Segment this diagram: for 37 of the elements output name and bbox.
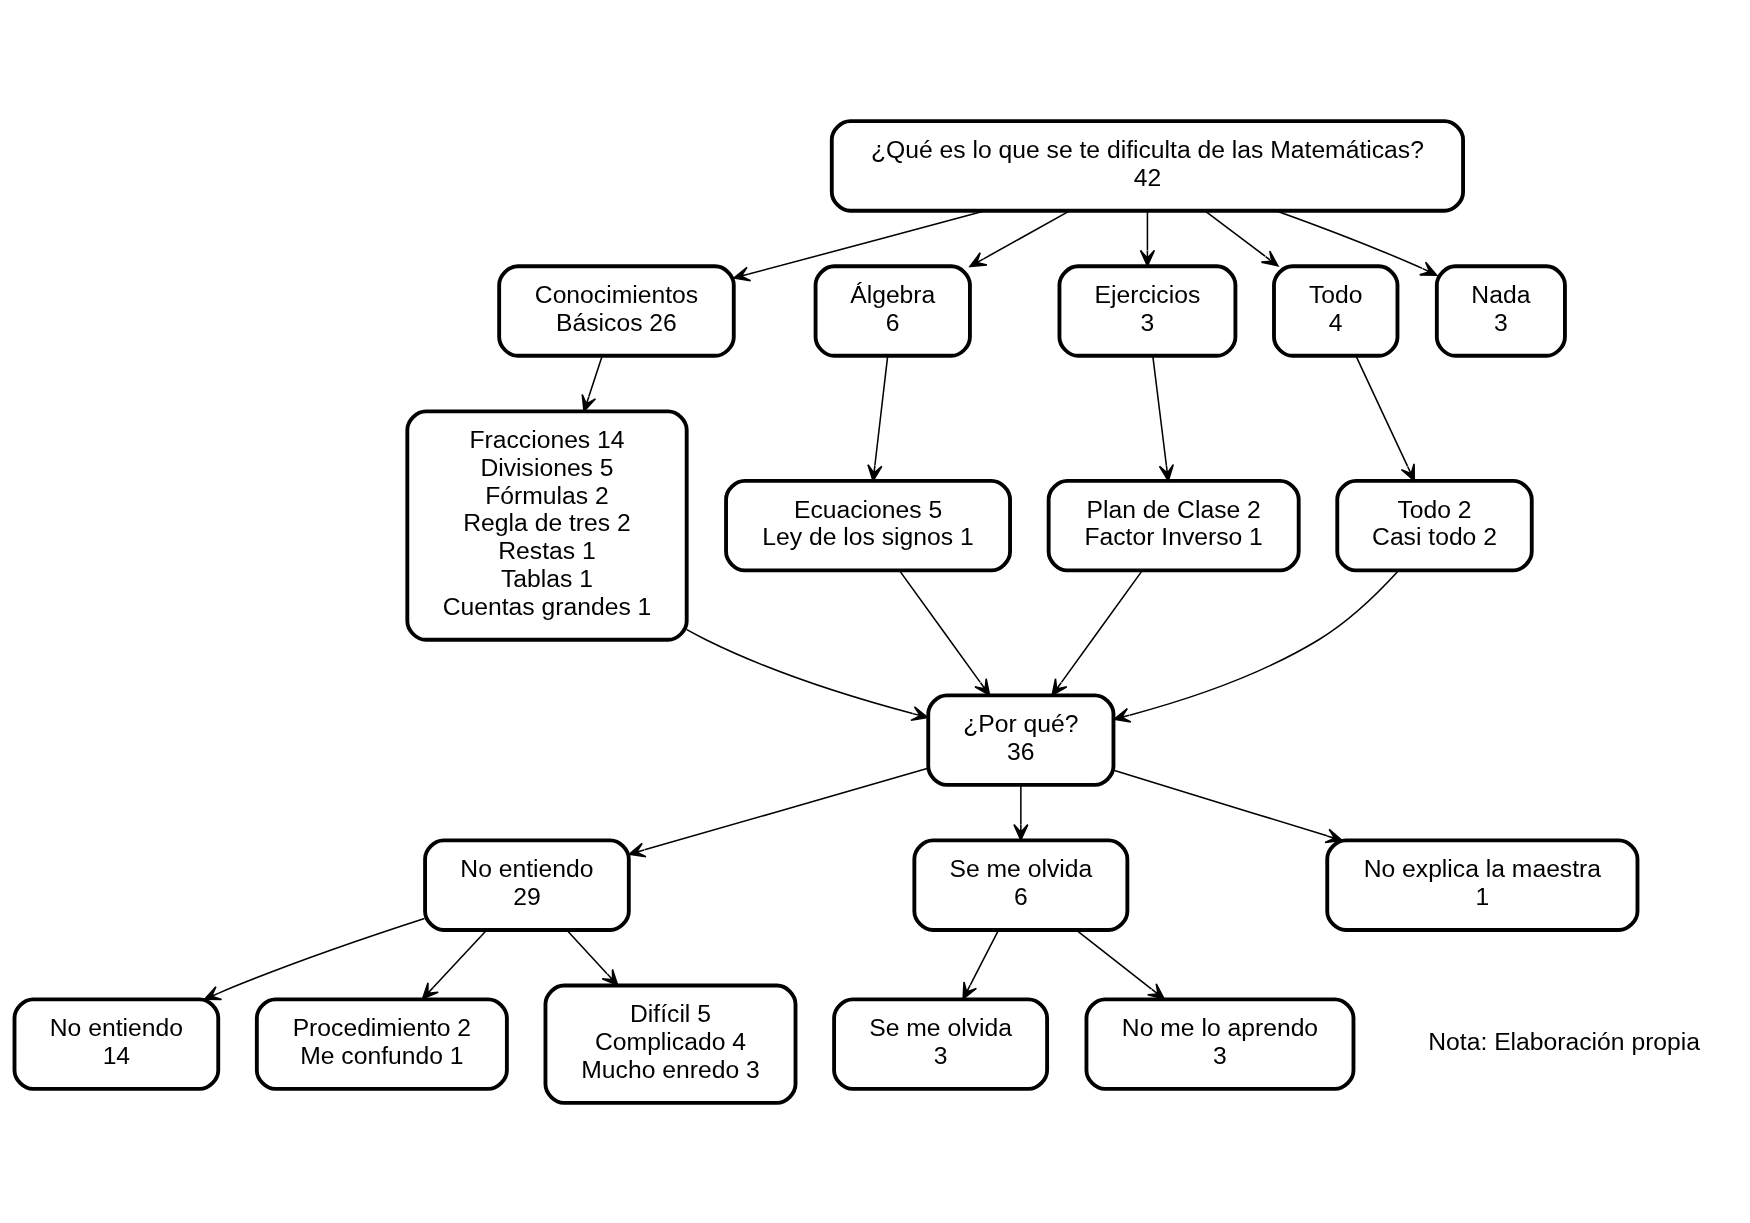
node-box: No me lo aprendo 3 (1084, 997, 1356, 1091)
arrow (581, 354, 603, 412)
arrow (1139, 209, 1156, 267)
node-box: Ejercicios 3 (1057, 263, 1238, 358)
arrow (1051, 569, 1144, 696)
arrow (1275, 209, 1438, 276)
arrow (1152, 354, 1175, 482)
node-box: ¿Qué es lo que se te dificulta de las Matemáticas? 42 (829, 118, 1465, 213)
node-box: Se me olvida 6 (912, 838, 1130, 932)
node-box: Todo 2 Casi todo 2 (1335, 478, 1534, 572)
arrow (1112, 768, 1343, 843)
node-box: Álgebra 6 (813, 263, 972, 358)
node-box: Conocimientos Básicos 26 (497, 263, 736, 358)
arrow (1013, 783, 1029, 841)
node-box: Ecuaciones 5 Ley de los signos 1 (724, 478, 1012, 572)
node-box: Difícil 5 Complicado 4 Mucho enredo 3 (543, 983, 798, 1105)
node-box: Plan de Clase 2 Factor Inverso 1 (1046, 478, 1301, 572)
node-box: No explica la maestra 1 (1325, 838, 1640, 932)
arrow (686, 628, 929, 721)
arrow (1113, 569, 1400, 723)
node-box: Nada 3 (1434, 263, 1567, 358)
arrow (867, 354, 889, 482)
arrow (628, 767, 929, 857)
arrow (898, 569, 991, 696)
node-box: Procedimiento 2 Me confundo 1 (254, 997, 509, 1091)
node-box: No entiendo 29 (423, 838, 631, 932)
node-box: Fracciones 14 Divisiones 5 Fórmulas 2 Regla de tres 2 Restas 1 Tablas 1 Cuentas grandes 1 (405, 408, 689, 642)
node-box: Se me olvida 3 (832, 997, 1050, 1091)
arrow (1204, 209, 1279, 267)
node-box: Todo 4 (1272, 263, 1400, 358)
node-box: ¿Por qué? 36 (926, 692, 1116, 787)
arrow (733, 209, 986, 282)
label: Nota: Elaboración propia (1428, 1027, 1701, 1055)
node-box: No entiendo 14 (12, 997, 221, 1091)
arrow (1355, 354, 1416, 482)
arrow (203, 917, 426, 1000)
arrow (969, 209, 1071, 267)
